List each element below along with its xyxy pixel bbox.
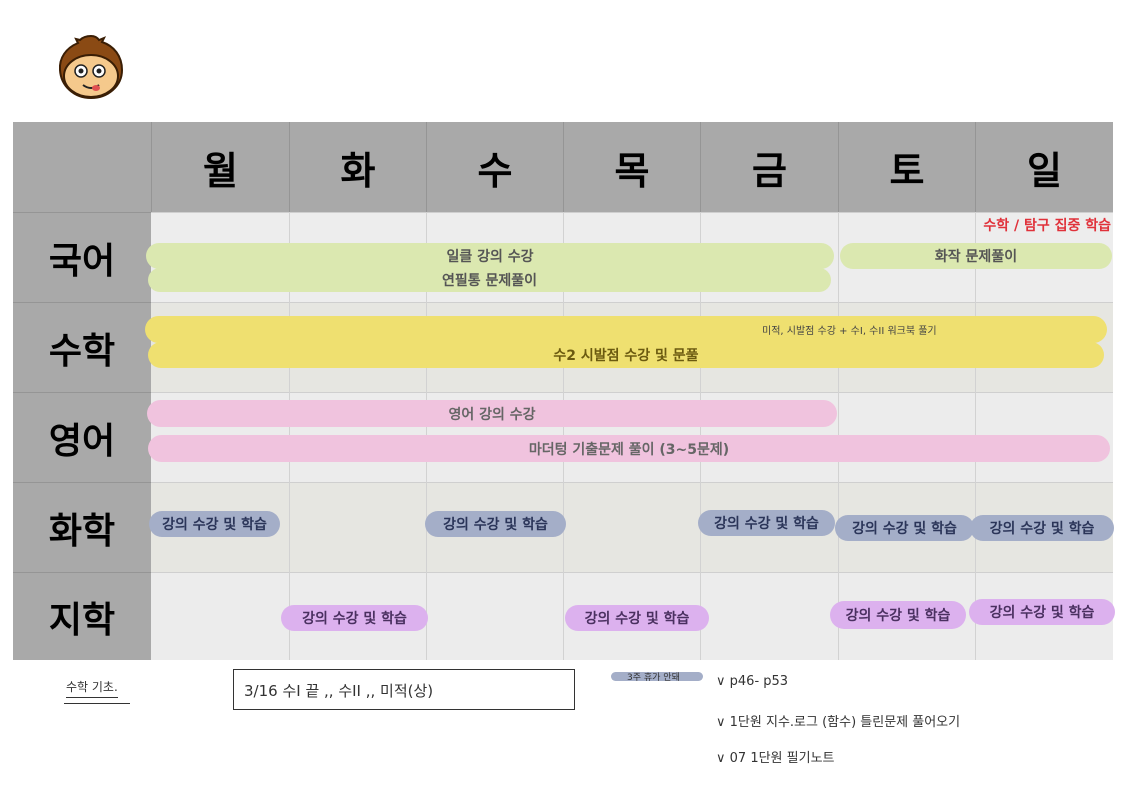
chem-wed-bar: 강의 수강 및 학습 [425,511,566,537]
english-lecture-bar: 영어 강의 수강 [147,400,837,427]
focus-banner: 수학 / 탐구 집중 학습 [983,218,1111,234]
subject-korean: 국어 [13,212,151,302]
todo-text: p46- p53 [729,674,789,689]
todo-text: 07 1단원 필기노트 [729,751,835,766]
math-handwritten-note: 미적, 시발점 수강 + 수I, 수II 워크북 풀기 [762,326,937,337]
math-highlight-bar [145,316,1107,343]
day-header-tue: 화 [289,122,426,212]
math-main-bar: 수2 시발점 수강 및 문풀 [148,342,1104,368]
english-practice-bar: 마더텅 기출문제 풀이 (3~5문제) [148,435,1110,462]
day-header-fri: 금 [700,122,838,212]
subject-english: 영어 [13,392,151,482]
chem-sun-bar: 강의 수강 및 학습 [970,515,1114,541]
subject-earth-science: 지학 [13,572,151,660]
earth-thu-bar: 강의 수강 및 학습 [565,605,709,631]
subject-chemistry: 화학 [13,482,151,572]
chem-sat-bar: 강의 수강 및 학습 [835,515,974,541]
chem-mon-bar: 강의 수강 및 학습 [149,511,280,537]
day-header-sun: 일 [975,122,1113,212]
highlight-mark [611,672,703,681]
earth-sat-bar: 강의 수강 및 학습 [830,601,966,629]
day-header-wed: 수 [426,122,563,212]
korean-weekend-bar: 화작 문제풀이 [840,243,1112,269]
math-basics-note: 수학 기초. [66,678,118,698]
progress-note-text: 3/16 수I 끝 ,, 수II ,, 미적(상) [244,682,434,700]
mascot-icon [58,34,124,100]
day-header-sat: 토 [838,122,975,212]
day-header-thu: 목 [563,122,700,212]
todo-text: 1단원 지수.로그 (함수) 틀린문제 풀어오기 [729,715,961,730]
subject-math: 수학 [13,302,151,392]
korean-practice-bar: 연필통 문제풀이 [148,268,831,292]
earth-tue-bar: 강의 수강 및 학습 [281,605,428,631]
todo-item: ∨ p46- p53 [716,674,789,689]
day-header-mon: 월 [151,122,289,212]
todo-item: ∨ 1단원 지수.로그 (함수) 틀린문제 풀어오기 [716,715,961,730]
progress-note-box: 3/16 수I 끝 ,, 수II ,, 미적(상) [233,669,575,710]
korean-lecture-bar: 일클 강의 수강 [146,243,834,269]
highlight-note: 3주 휴가 안돼 [627,673,680,683]
underline [64,703,130,704]
earth-sun-bar: 강의 수강 및 학습 [969,599,1115,625]
chem-fri-bar: 강의 수강 및 학습 [698,510,835,536]
todo-item: ∨ 07 1단원 필기노트 [716,751,835,766]
